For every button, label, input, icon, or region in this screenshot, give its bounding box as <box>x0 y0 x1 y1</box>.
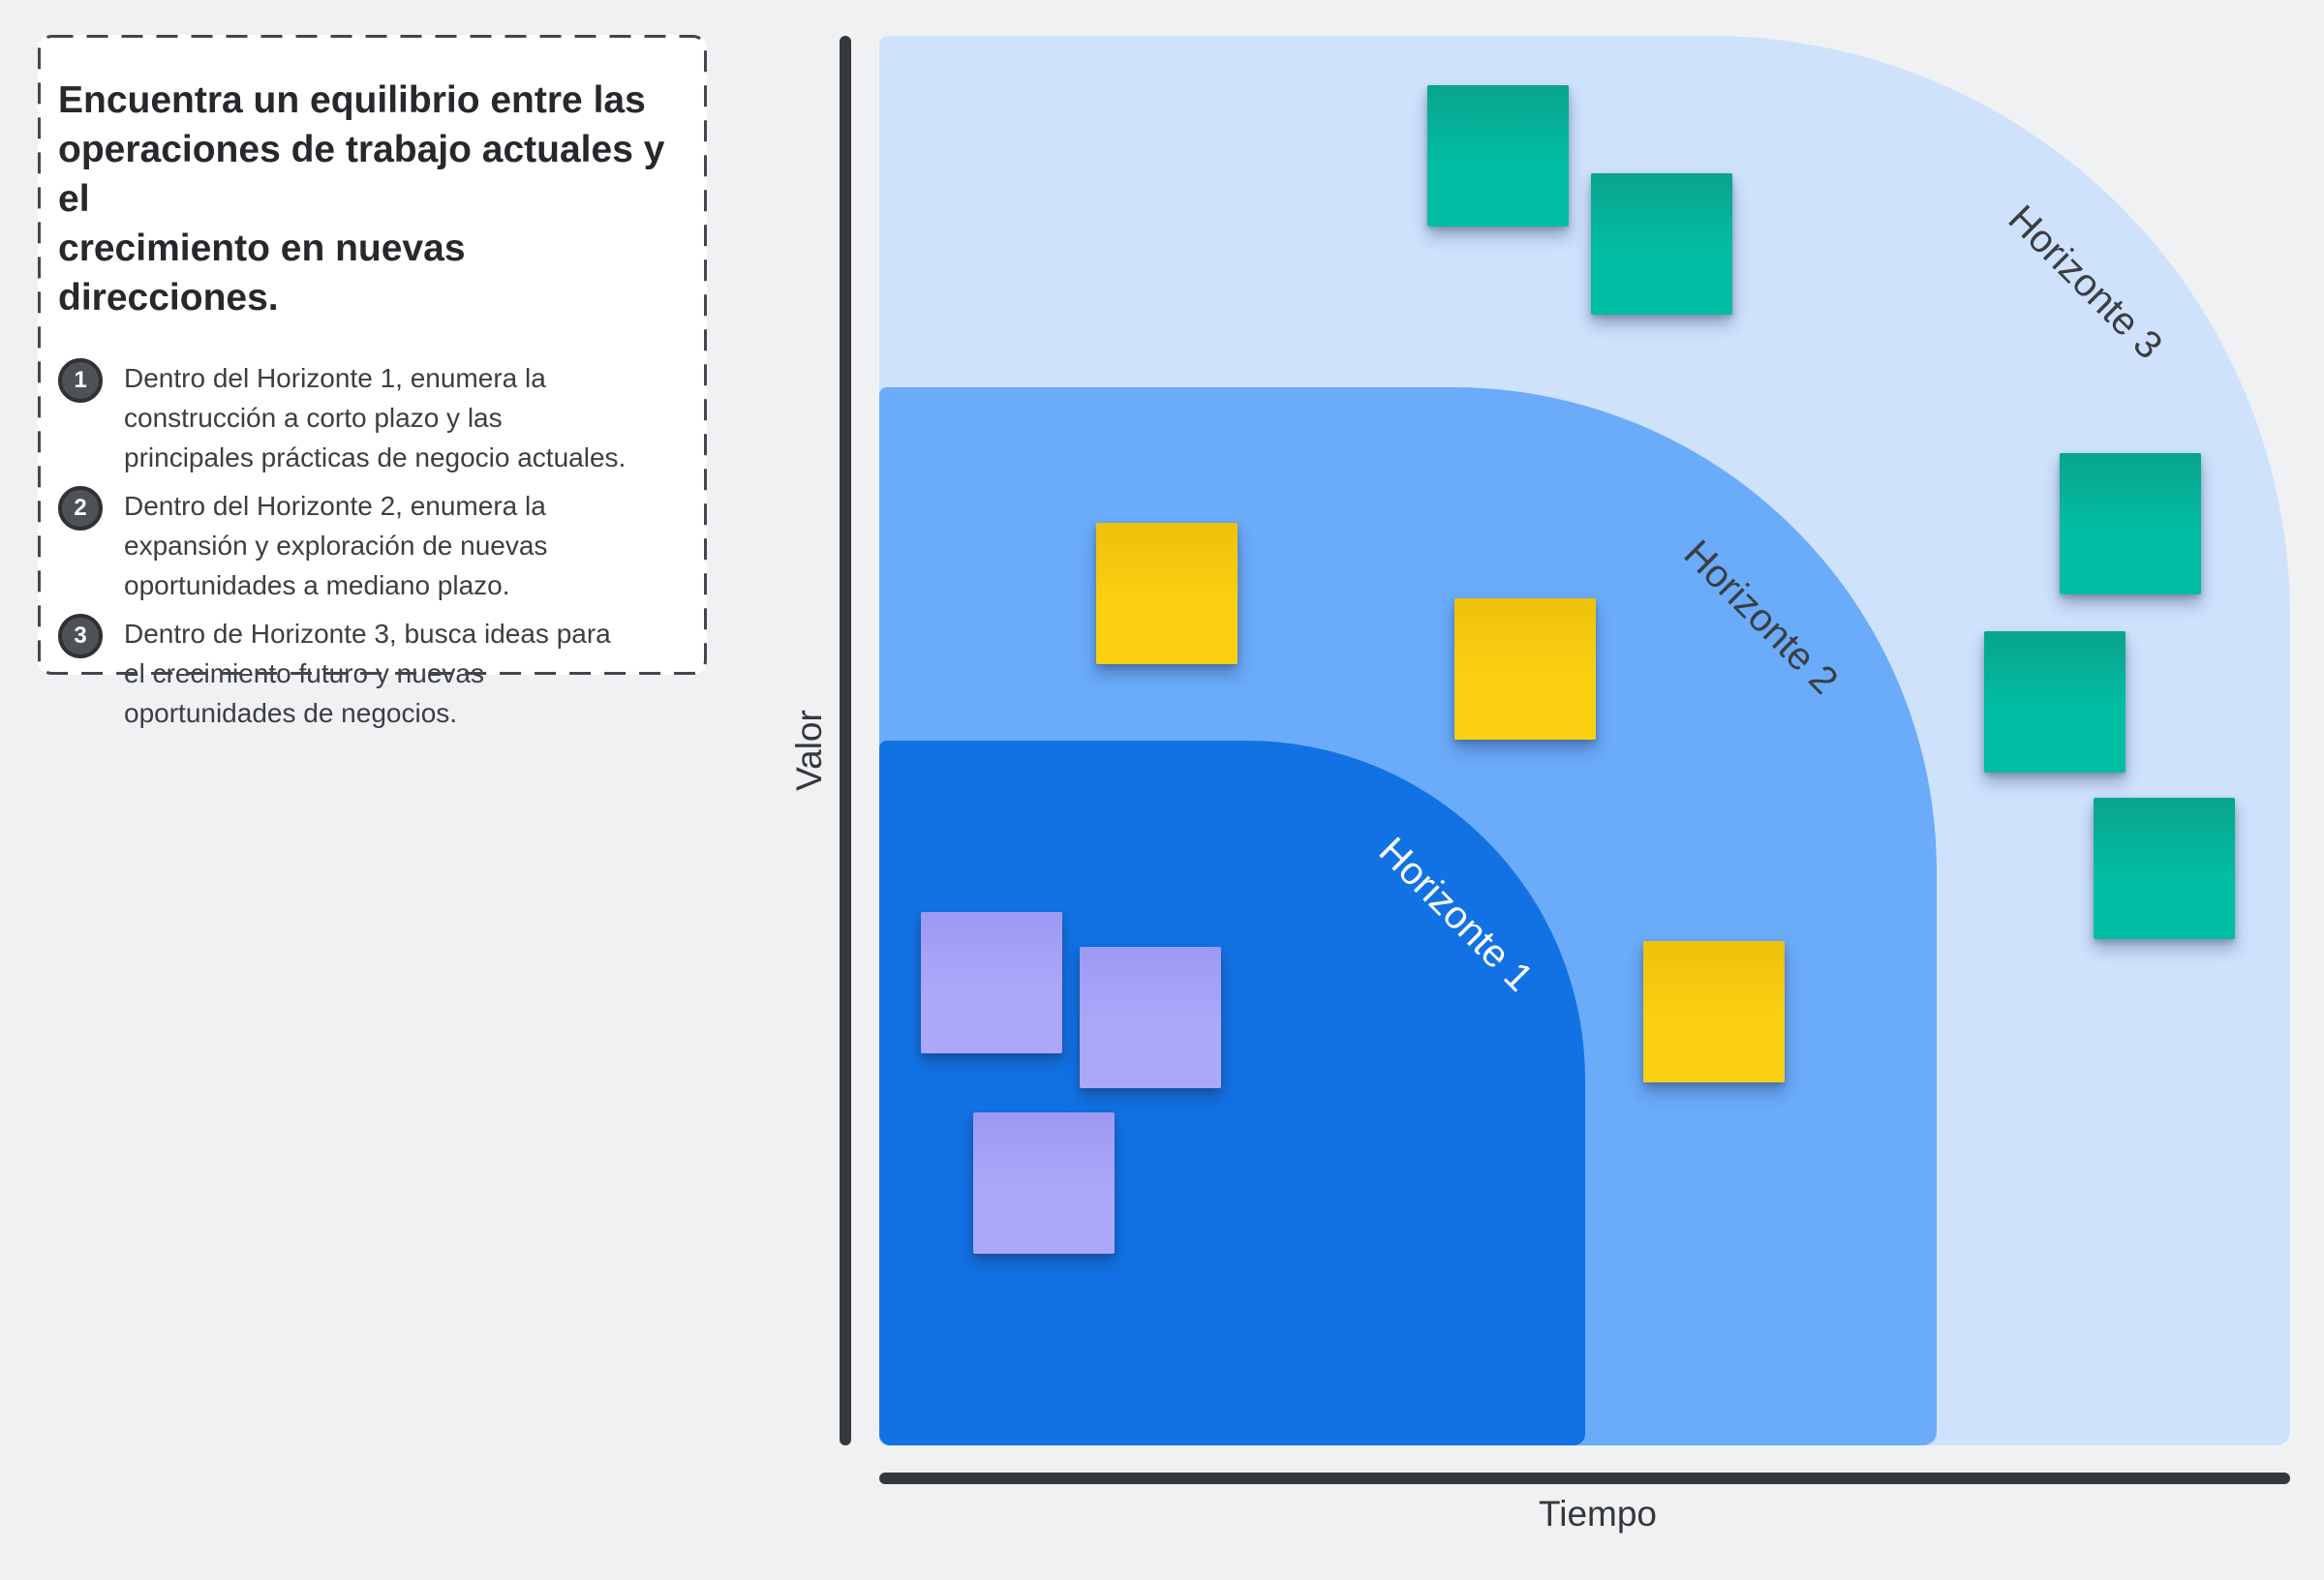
sticky-note-purple-2[interactable] <box>1080 947 1221 1088</box>
y-axis-line <box>840 36 851 1445</box>
sticky-note-teal-1[interactable] <box>1427 85 1569 227</box>
y-axis-label: Valor <box>789 710 829 791</box>
sticky-note-yellow-3[interactable] <box>1643 941 1785 1082</box>
sticky-note-teal-3[interactable] <box>2060 453 2201 594</box>
sticky-note-teal-5[interactable] <box>2094 798 2235 939</box>
step-text: Dentro del Horizonte 1, enumera la const… <box>124 363 627 472</box>
sticky-note-yellow-2[interactable] <box>1454 598 1596 740</box>
instruction-step-2: 2 Dentro del Horizonte 2, enumera la expa… <box>58 486 684 605</box>
step-text: Dentro de Horizonte 3, busca ideas para … <box>124 619 611 728</box>
step-number-badge: 3 <box>58 614 103 658</box>
instructions-panel: Encuentra un equilibrio entre las operac… <box>38 35 707 728</box>
instruction-step-3: 3 Dentro de Horizonte 3, busca ideas para… <box>58 614 684 733</box>
sticky-note-purple-1[interactable] <box>921 912 1062 1053</box>
x-axis-label: Tiempo <box>1538 1494 1658 1534</box>
horizon-1-region[interactable] <box>879 741 1585 1445</box>
step-text: Dentro del Horizonte 2, enumera la expan… <box>124 491 548 600</box>
x-axis-line <box>879 1473 2290 1484</box>
step-number-badge: 2 <box>58 486 103 531</box>
instruction-step-1: 1 Dentro del Horizonte 1, enumera la cons… <box>58 358 684 477</box>
sticky-note-teal-4[interactable] <box>1984 631 2125 773</box>
instructions-title: Encuentra un equilibrio entre las operac… <box>58 79 665 319</box>
sticky-note-purple-3[interactable] <box>973 1112 1115 1254</box>
sticky-note-teal-2[interactable] <box>1591 173 1732 315</box>
sticky-note-yellow-1[interactable] <box>1096 523 1238 664</box>
instructions-steps: 1 Dentro del Horizonte 1, enumera la cons… <box>58 358 684 733</box>
step-number-badge: 1 <box>58 358 103 403</box>
